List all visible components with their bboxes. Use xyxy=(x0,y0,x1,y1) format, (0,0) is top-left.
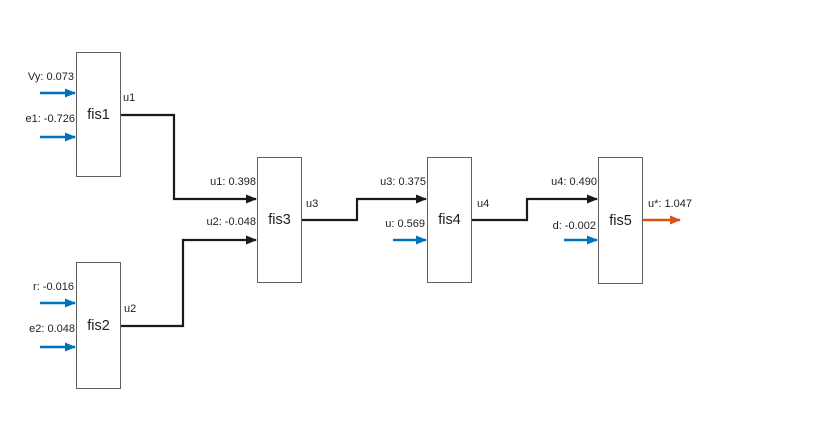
node-fis2-label: fis2 xyxy=(87,317,110,334)
connection-label-u1: u1: 0.398 xyxy=(210,176,256,188)
input-label-fis1-vy: Vy: 0.073 xyxy=(27,71,74,83)
port-label-fis2-u2: u2 xyxy=(124,303,137,315)
connection-label-u2: u2: -0.048 xyxy=(206,216,256,228)
input-label-fis2-e2: e2: 0.048 xyxy=(29,323,75,335)
output-label-ustar: u*: 1.047 xyxy=(648,198,693,210)
connector-fis2-to-fis3 xyxy=(120,235,257,328)
node-fis1-label: fis1 xyxy=(87,106,110,123)
port-label-fis3-u3: u3 xyxy=(306,198,319,210)
node-fis5: fis5 xyxy=(598,157,643,284)
node-fis1: fis1 xyxy=(76,52,121,177)
connection-label-u3: u3: 0.375 xyxy=(380,176,426,188)
input-label-fis1-e1: e1: -0.726 xyxy=(25,113,75,125)
connection-label-u4: u4: 0.490 xyxy=(551,176,597,188)
node-fis2: fis2 xyxy=(76,262,121,389)
node-fis4-label: fis4 xyxy=(438,212,461,228)
connector-fis1-to-fis3 xyxy=(120,113,257,204)
node-fis3: fis3 xyxy=(257,157,302,283)
node-fis4: fis4 xyxy=(427,157,472,283)
connector-fis4-to-fis5 xyxy=(472,194,598,222)
port-label-fis4-u4: u4 xyxy=(477,198,490,210)
input-label-fis2-r: r: -0.016 xyxy=(33,281,74,293)
input-label-fis5-d: d: -0.002 xyxy=(552,220,596,232)
connector-fis3-to-fis4 xyxy=(302,194,427,222)
node-fis3-label: fis3 xyxy=(268,212,291,228)
input-label-fis4-u: u: 0.569 xyxy=(385,218,425,230)
port-label-fis1-u1: u1 xyxy=(123,92,136,104)
node-fis5-label: fis5 xyxy=(609,212,632,229)
